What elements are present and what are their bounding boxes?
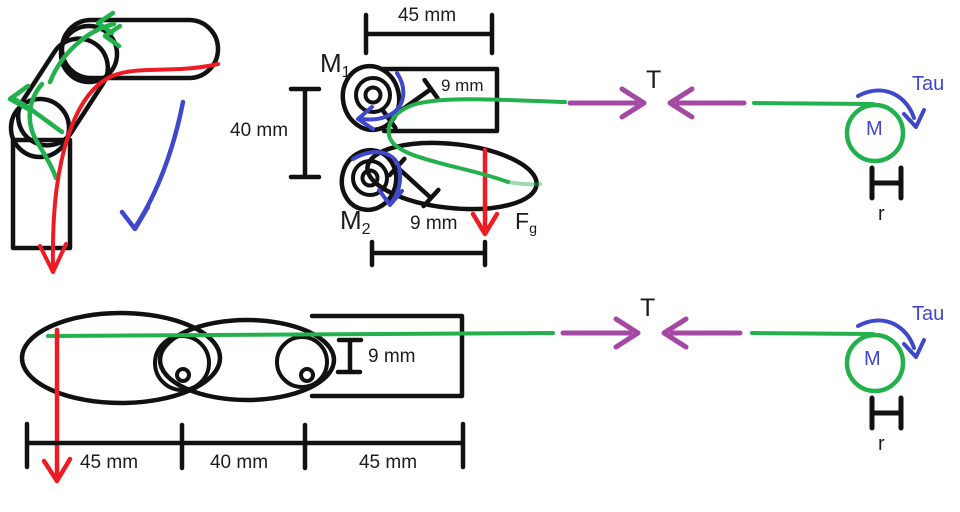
blue-rotation-arrow-joint2 [351, 150, 404, 207]
dim-9mm-bottom-label: 9 mm [368, 346, 416, 367]
red-force-arrow [41, 327, 73, 484]
joint1-label: M1 [320, 48, 351, 80]
pulley2-axle [360, 168, 380, 188]
green-double-chevron-icon [95, 10, 123, 49]
dim-40mm-bottom-label: 40 mm [209, 452, 269, 473]
proximal-segment-rect [309, 313, 465, 399]
joint2-axle [299, 367, 315, 383]
blue-curl-direction-arrow [119, 99, 186, 232]
upper-capsule-end [340, 63, 402, 133]
tension-arrows-top [567, 86, 747, 120]
bent-finger-sketch [7, 10, 221, 274]
joint1-axle [175, 367, 191, 383]
blue-torque-arrow-icon [856, 318, 926, 359]
motor-circle [844, 102, 906, 164]
tendon-line-to-motor [752, 101, 875, 106]
dimension-9mm-bottom-bracket [369, 239, 488, 268]
middle-segment-ellipse [157, 317, 337, 403]
gravity-force-main: F [515, 208, 530, 234]
gravity-force-arrow [470, 147, 500, 237]
joint2-loop [275, 335, 329, 389]
motor-circle [844, 332, 906, 394]
dimension-40mm-bracket [288, 86, 322, 180]
blue-torque-arrow-icon [856, 88, 926, 129]
joint1-label-main: M [320, 48, 342, 78]
pulley1-wheel [354, 76, 392, 114]
pulley2-wheel [351, 159, 389, 197]
torque-top-label: Tau [912, 73, 945, 95]
red-flexor-tendon-arrow [38, 62, 220, 274]
distal-segment-ellipse [19, 310, 223, 406]
joint2-label-main: M [340, 205, 362, 235]
tension-bottom-label: T [640, 294, 656, 322]
dim-9mm-upper-label: 9 mm [441, 76, 484, 95]
tendon-line-straight [46, 331, 555, 338]
dim-9mm-lower-label: 9 mm [410, 213, 458, 234]
torque-bottom-label: Tau [912, 303, 945, 325]
radius-dimension-marker [869, 395, 904, 431]
joint1-label-sub: 1 [341, 62, 351, 81]
joint2-label-sub: 2 [361, 219, 371, 238]
tension-arrows-bottom [560, 316, 743, 350]
folded-finger-diagram [288, 12, 567, 268]
motor-top-label: M [866, 118, 883, 140]
gravity-force-label: Fg [515, 208, 537, 237]
dimension-45mm-top-bracket [363, 12, 495, 56]
purple-right-arrow-icon [567, 86, 647, 120]
tendon-line-folded [386, 97, 567, 184]
pulley1-axle [363, 85, 383, 105]
lower-segment-ellipse [365, 140, 539, 212]
joint2-label: M2 [340, 205, 371, 237]
motor-pulley-top [752, 88, 926, 201]
dim-45mm-top-label: 45 mm [397, 5, 457, 26]
radius-dimension-marker [869, 165, 904, 201]
purple-left-arrow-icon [667, 86, 747, 120]
tendon-line-to-motor [750, 331, 875, 336]
dim-40mm-label: 40 mm [230, 120, 289, 141]
tension-top-label: T [646, 66, 662, 94]
dimension-9mm-marker [335, 337, 364, 375]
gravity-force-sub: g [529, 220, 537, 237]
radius-top-label: r [878, 203, 885, 225]
straight-finger-diagram [19, 310, 555, 484]
motor-bottom-label: M [864, 348, 881, 370]
blue-rotation-arrow-joint1 [356, 71, 406, 131]
radius-bottom-label: r [878, 433, 885, 455]
purple-right-arrow-icon [560, 316, 641, 350]
dim-45mm-bottom-right-label: 45 mm [358, 452, 418, 473]
dim-45mm-bottom-left-label: 45 mm [79, 452, 139, 473]
tendon-line-fade [506, 180, 542, 187]
joint1-circle [58, 23, 120, 85]
motor-pulley-bottom [750, 318, 926, 431]
extensor-arc-joint2 [27, 81, 59, 181]
green-left-arrow-icon [7, 83, 65, 135]
length-dimension-bracket [24, 421, 466, 471]
purple-left-arrow-icon [661, 316, 743, 350]
